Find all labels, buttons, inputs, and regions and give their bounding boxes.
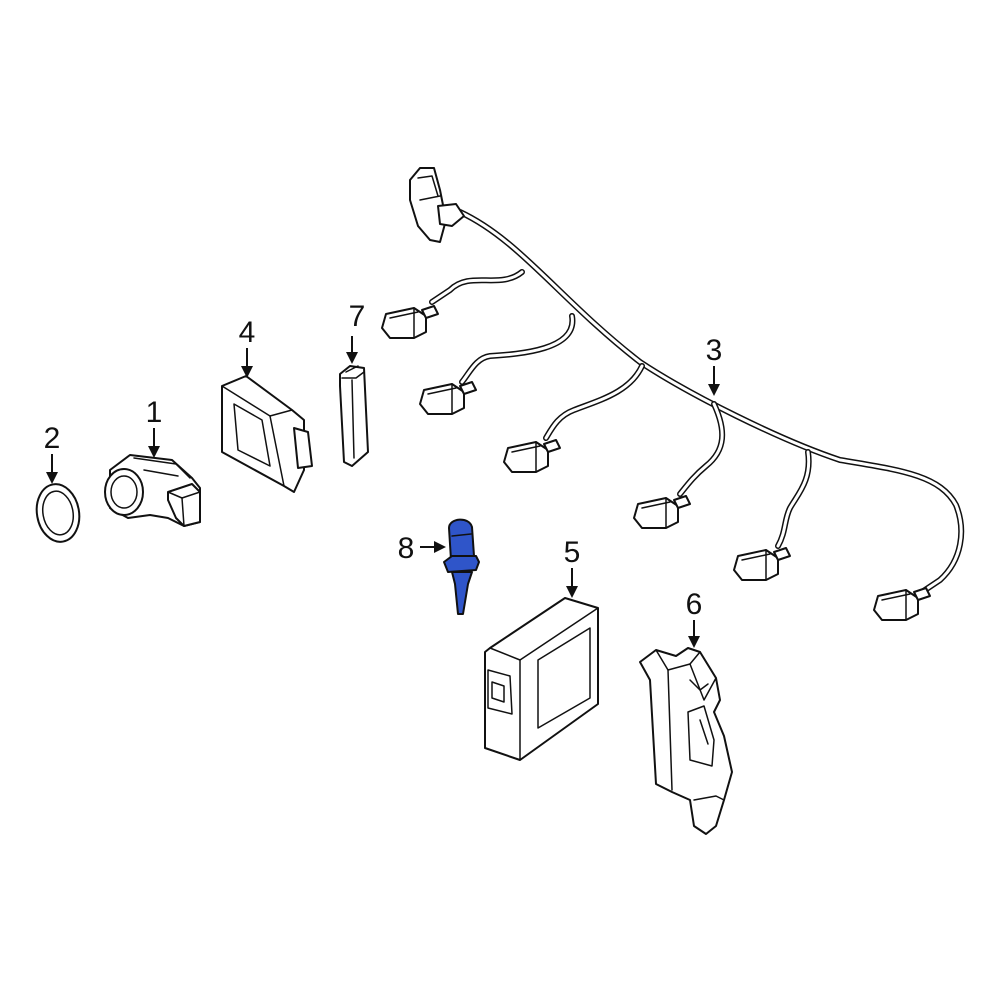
part-2-seal-ring <box>35 483 81 543</box>
part-4-module <box>221 375 313 493</box>
part-3-wiring-harness <box>381 167 965 621</box>
callout-label-6: 6 <box>686 588 703 621</box>
callout-3: 3 <box>706 334 723 396</box>
callout-label-5: 5 <box>564 536 581 569</box>
part-7-bracket <box>339 365 369 467</box>
callout-label-2: 2 <box>44 422 61 455</box>
callout-6: 6 <box>686 588 703 648</box>
callout-8: 8 <box>398 532 446 565</box>
callout-label-1: 1 <box>146 396 163 429</box>
callout-7: 7 <box>346 300 365 364</box>
callout-label-4: 4 <box>239 316 256 349</box>
callout-4: 4 <box>239 316 256 378</box>
part-5-control-module <box>484 597 599 761</box>
callout-5: 5 <box>564 536 581 598</box>
callout-label-7: 7 <box>349 300 366 333</box>
part-6-mounting-bracket <box>639 647 733 835</box>
callout-label-8: 8 <box>398 532 415 565</box>
callout-1: 1 <box>146 396 163 458</box>
part-1-parking-sensor <box>104 454 201 527</box>
part-8-sensor <box>443 518 480 615</box>
callout-label-3: 3 <box>706 334 723 367</box>
callout-2: 2 <box>44 422 61 484</box>
